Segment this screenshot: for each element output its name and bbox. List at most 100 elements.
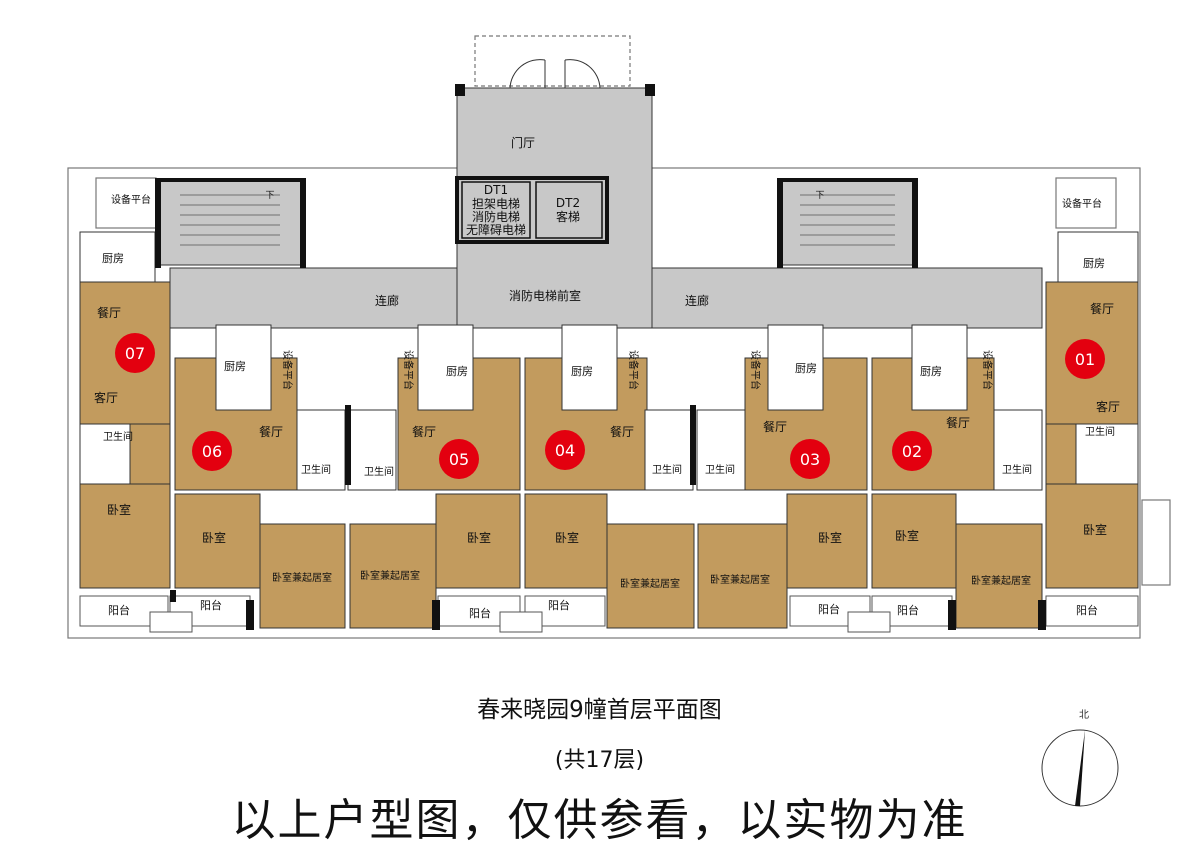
unit-06-bedliving [259,523,346,629]
dining-01: 餐厅 [1090,301,1114,316]
north-label: 北 [1079,709,1089,721]
balcony-03: 阳台 [818,602,840,616]
balcony-01: 阳台 [1076,603,1098,617]
bed-07: 卧室 [107,502,131,517]
bath-03: 卫生间 [705,463,735,476]
elevator-dt1 [461,181,531,239]
floor-plan: 门厅 DT1 担架电梯 消防电梯 无障碍电梯 DT2 客梯 连廊 连廊 消防电梯… [67,35,1171,639]
equip-label-w: 设备平台 [111,193,151,206]
unit-02-bedliving [955,523,1043,629]
stair-east [779,179,916,266]
disclaimer: 以上户型图，仅供参看，以实物为准 [231,795,968,846]
kitchen-06: 厨房 [224,360,246,373]
north-arrow: 北 [1041,709,1119,807]
unit-01-bed [1045,483,1139,589]
balcony-04: 阳台 [548,598,570,612]
unit-04-bed [524,493,608,589]
corridor-east-label: 连廊 [685,293,709,308]
unit-06-bed [174,493,261,589]
bedliving-05: 卧室兼起居室 [360,569,420,582]
lobby-label: 门厅 [511,135,535,150]
bath-06: 卫生间 [301,463,331,476]
bedliving-04: 卧室兼起居室 [620,577,680,590]
unit-badge-01: 01 [1065,339,1105,379]
unit-badge-03-label: 03 [800,450,820,469]
common-areas [159,87,1043,329]
dt1-desc-1: 担架电梯 [472,197,520,211]
plan-title: 春来晓园9幢首层平面图 [477,697,722,723]
bath-05: 卫生间 [364,465,394,478]
dt1-desc-3: 无障碍电梯 [466,222,526,237]
bedliving-02: 卧室兼起居室 [971,574,1031,587]
walls [155,84,1046,630]
entry-doors [509,59,601,89]
fire-lobby-label: 消防电梯前室 [509,288,581,303]
bedliving-06: 卧室兼起居室 [272,571,332,584]
equip-vertical-4: 设备平台 [749,350,762,390]
kitchen-01: 厨房 [1083,257,1105,270]
unit-badge-07: 07 [115,333,155,373]
unit-badge-04: 04 [545,430,585,470]
dt1-label: DT1 [484,183,508,197]
equip-vertical-3: 设备平台 [627,350,640,390]
stair-west [159,179,306,266]
balcony-05: 阳台 [469,606,491,620]
elevator-dt2 [535,181,603,239]
bedliving-03: 卧室兼起居室 [710,573,770,586]
dining-02: 餐厅 [946,415,970,430]
dining-04: 餐厅 [610,424,634,439]
bed-01: 卧室 [1083,522,1107,537]
dining-06: 餐厅 [259,424,283,439]
dining-07: 餐厅 [97,305,121,320]
floor-count: (共17层) [554,748,645,773]
living-07: 客厅 [94,390,118,405]
unit-badges: 07 06 05 04 03 02 01 [115,333,1105,479]
kitchen-05: 厨房 [446,365,468,378]
unit-badge-04-label: 04 [555,441,575,460]
room-labels: 门厅 DT1 担架电梯 消防电梯 无障碍电梯 DT2 客梯 连廊 连廊 消防电梯… [94,135,1120,620]
north-needle-icon [1075,730,1085,806]
equip-label-e: 设备平台 [1062,197,1102,210]
equip-vertical-labels: 设备平台 设备平台 设备平台 设备平台 设备平台 [281,350,994,390]
unit-04-bedliving [606,523,695,629]
unit-03-bed [786,493,868,589]
balcony-06: 阳台 [200,598,222,612]
stair-treads [180,194,895,246]
balcony-02: 阳台 [897,603,919,617]
unit-badge-01-label: 01 [1075,350,1095,369]
unit-badge-02-label: 02 [902,442,922,461]
corridor-east [651,267,1043,329]
dt2-label: DT2 [556,196,580,210]
balconies [79,595,1139,633]
bath-01: 卫生间 [1085,425,1115,438]
bed-04: 卧室 [555,530,579,545]
bath-04: 卫生间 [652,463,682,476]
stair-w-down: 下 [265,191,274,201]
balcony-07: 阳台 [108,603,130,617]
unit-badge-02: 02 [892,431,932,471]
bed-02: 卧室 [895,528,919,543]
living-01: 客厅 [1096,399,1120,414]
bed-06: 卧室 [202,530,226,545]
service-rooms [79,231,1139,491]
elevator-block [455,176,609,244]
unit-badge-06-label: 06 [202,442,222,461]
dining-03: 餐厅 [763,419,787,434]
dt2-desc: 客梯 [556,209,580,224]
kitchen-03: 厨房 [795,362,817,375]
equip-vertical-5: 设备平台 [981,350,994,390]
unit-badge-05: 05 [439,439,479,479]
bed-05: 卧室 [467,530,491,545]
corridor-west-label: 连廊 [375,293,399,308]
stair-e-down: 下 [815,191,824,201]
unit-07-bed [79,483,171,589]
dining-05: 餐厅 [412,424,436,439]
unit-badge-05-label: 05 [449,450,469,469]
unit-badge-06: 06 [192,431,232,471]
bath-02: 卫生间 [1002,463,1032,476]
equip-vertical-1: 设备平台 [281,350,294,390]
unit-03-bedliving [697,523,788,629]
kitchen-04: 厨房 [571,365,593,378]
dt1-desc-2: 消防电梯 [472,209,520,224]
unit-areas [79,281,1139,629]
